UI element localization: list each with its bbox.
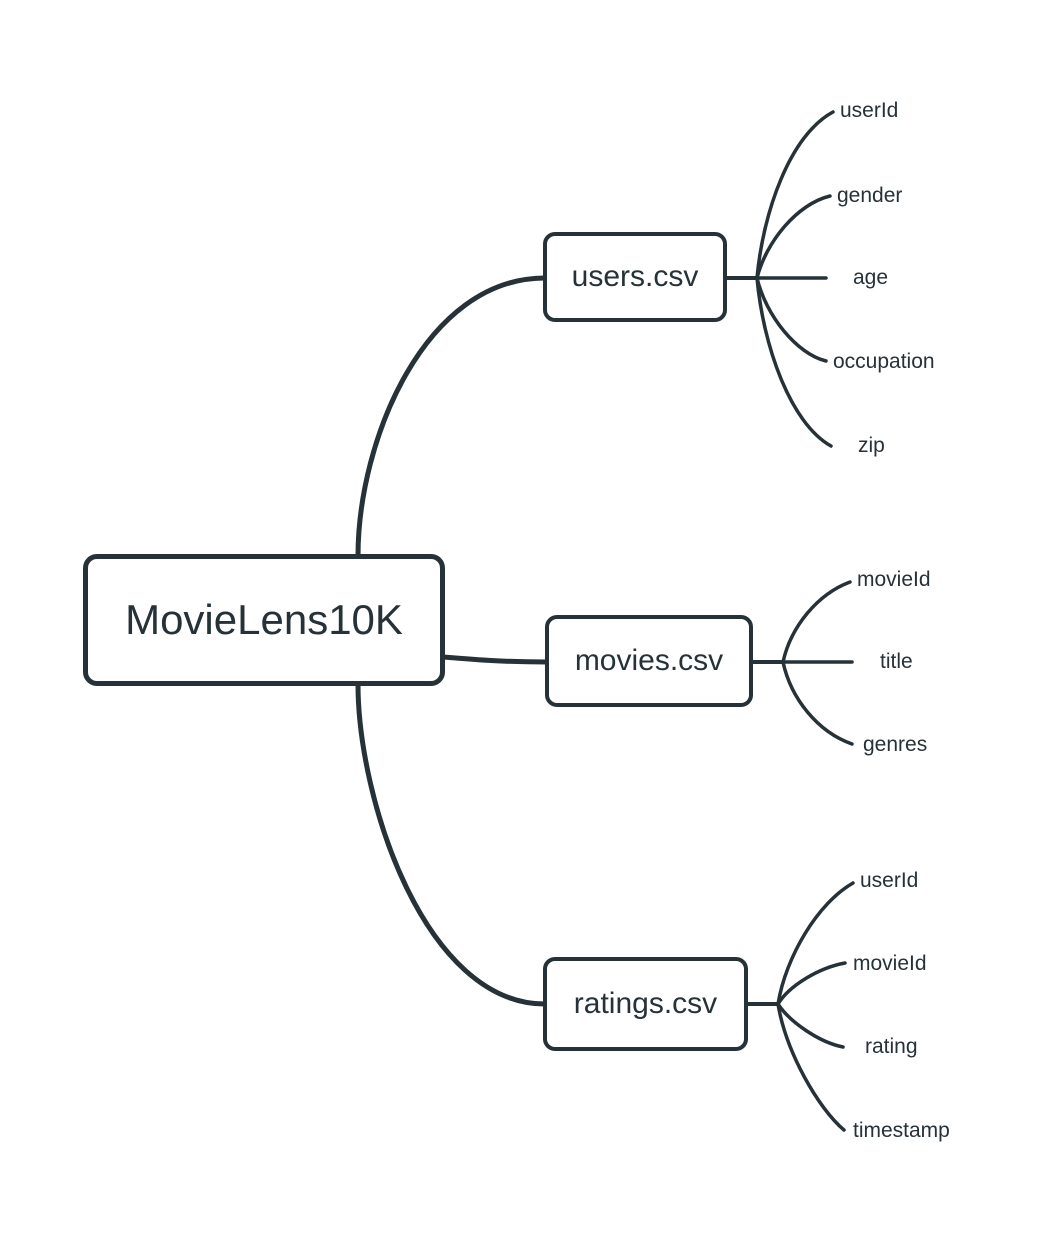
leaf-users-occupation: occupation: [833, 350, 935, 373]
edge-root-ratings: [355, 681, 548, 1007]
leaf-users-gender: gender: [837, 184, 903, 207]
leaf-ratings-movieid: movieId: [853, 952, 927, 975]
node-ratings-csv-label: ratings.csv: [573, 987, 718, 1020]
root-node-label: MovieLens10K: [125, 596, 403, 643]
root-node: MovieLens10K: [83, 554, 445, 686]
leaf-movies-title: title: [880, 650, 913, 673]
edge-ratings-movieid: [776, 961, 847, 1006]
leaf-movies-movieid: movieId: [857, 568, 931, 591]
leaf-ratings-rating: rating: [865, 1035, 918, 1058]
edge-ratings-rating: [776, 1002, 845, 1049]
leaf-ratings-userid: userId: [860, 869, 919, 892]
leaf-users-zip: zip: [858, 434, 885, 457]
leaf-movies-genres: genres: [863, 733, 928, 756]
edge-users-userid: [755, 110, 835, 280]
node-users-csv-label: users.csv: [571, 260, 699, 293]
edge-movies-genres: [781, 660, 854, 746]
edge-users-occupation: [755, 276, 828, 363]
edge-root-users: [355, 275, 548, 559]
edge-movies-movieid: [781, 580, 852, 664]
edge-ratings-userid: [776, 881, 855, 1006]
edge-users-gender: [755, 194, 832, 280]
leaf-users-userid: userId: [840, 99, 899, 122]
leaf-users-age: age: [853, 266, 889, 289]
edge-ratings-timestamp: [776, 1002, 846, 1132]
edge-root-movies: [440, 654, 550, 665]
node-movies-csv: movies.csv: [545, 615, 753, 707]
node-users-csv: users.csv: [543, 232, 727, 322]
node-movies-csv-label: movies.csv: [574, 644, 724, 677]
leaf-ratings-timestamp: timestamp: [853, 1119, 950, 1142]
edge-users-zip: [755, 276, 833, 448]
node-ratings-csv: ratings.csv: [543, 957, 748, 1051]
